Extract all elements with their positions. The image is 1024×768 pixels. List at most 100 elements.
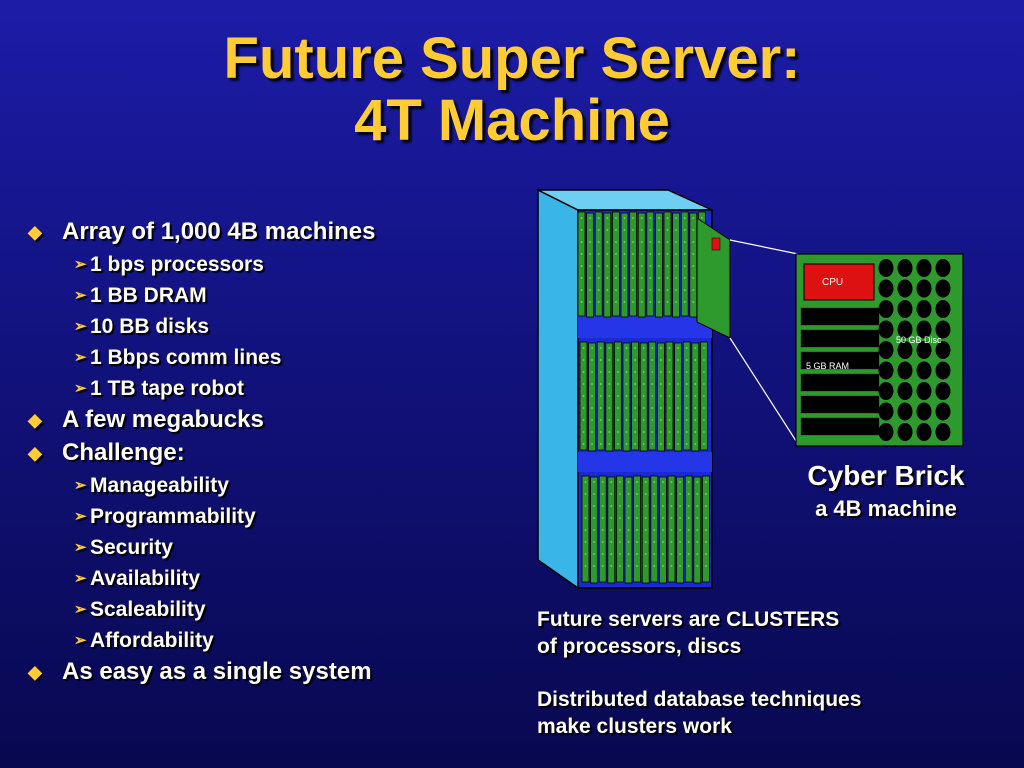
board-dot xyxy=(703,431,705,433)
board-dot xyxy=(615,253,617,255)
board-dot xyxy=(703,347,705,349)
disc xyxy=(878,341,894,359)
ram-slot xyxy=(800,395,880,414)
ram-slot xyxy=(800,417,880,436)
board-dot xyxy=(675,265,677,267)
arrow-bullet-icon: ➢ xyxy=(74,256,87,273)
rack-board xyxy=(588,342,596,452)
board-dot xyxy=(683,301,686,303)
board-dot xyxy=(694,383,697,385)
board-dot xyxy=(615,229,617,231)
board-dot xyxy=(608,407,611,409)
rack-board xyxy=(594,211,603,317)
board-dot xyxy=(580,229,583,231)
board-dot xyxy=(696,481,699,483)
board-dot xyxy=(599,395,602,397)
board-dot xyxy=(642,383,645,385)
board-dot xyxy=(642,443,645,445)
board-dot xyxy=(660,359,662,361)
board-dot xyxy=(632,265,634,267)
board-dot xyxy=(634,347,636,349)
board-dot xyxy=(615,217,617,219)
board-dot xyxy=(584,565,587,567)
board-dot xyxy=(597,217,600,219)
board-dot xyxy=(599,407,602,409)
board-dot xyxy=(619,553,621,555)
board-dot xyxy=(705,529,707,531)
disc xyxy=(916,402,932,421)
rack-board xyxy=(637,212,646,318)
board-dot xyxy=(679,541,681,543)
board-dot xyxy=(610,505,613,507)
board-dot xyxy=(675,289,677,291)
board-dot xyxy=(651,359,654,361)
diamond-bullet-icon: ◆ xyxy=(28,410,42,430)
board-dot xyxy=(658,301,660,303)
disc xyxy=(897,320,913,339)
disc xyxy=(935,402,951,421)
board-dot xyxy=(599,419,602,421)
board-dot xyxy=(634,371,636,373)
board-dot xyxy=(651,419,654,421)
board-dot xyxy=(675,229,677,231)
board-dot xyxy=(634,383,636,385)
board-dot xyxy=(687,517,690,519)
board-dot xyxy=(623,265,626,267)
board-dot xyxy=(608,419,611,421)
board-dot xyxy=(606,253,609,255)
board-dot xyxy=(677,407,679,409)
board-dot xyxy=(696,553,699,555)
board-dot xyxy=(615,289,617,291)
disc-array xyxy=(878,259,951,441)
disc xyxy=(878,259,894,277)
board-dot xyxy=(703,371,705,373)
board-dot xyxy=(584,517,587,519)
board-dot xyxy=(593,565,595,567)
board-dot xyxy=(670,517,673,519)
board-dot xyxy=(644,565,647,567)
disc xyxy=(935,382,951,400)
board-dot xyxy=(668,383,671,385)
diamond-bullet-icon: ◆ xyxy=(28,662,42,682)
board-dot xyxy=(608,395,611,397)
diamond-bullet-icon: ◆ xyxy=(28,443,42,463)
board-dot xyxy=(703,407,705,409)
board-dot xyxy=(653,493,656,495)
board-dot xyxy=(696,493,699,495)
board-dot xyxy=(685,407,688,409)
board-dot xyxy=(660,443,662,445)
board-dot xyxy=(685,371,688,373)
board-dot xyxy=(687,529,690,531)
board-dot xyxy=(679,505,681,507)
board-dot xyxy=(705,553,707,555)
board-dot xyxy=(617,383,619,385)
board-dot xyxy=(584,529,587,531)
board-dot xyxy=(584,481,587,483)
board-dot xyxy=(677,371,679,373)
arrow-bullet-icon: ➢ xyxy=(74,570,87,587)
brick-desc: a 4B machine xyxy=(815,496,957,521)
board-dot xyxy=(683,253,686,255)
board-dot xyxy=(677,347,679,349)
board-dot xyxy=(694,443,697,445)
board-dot xyxy=(705,493,707,495)
board-dot xyxy=(677,419,679,421)
sub-bullet-item: ➢Manageability xyxy=(74,474,229,497)
ram-slot xyxy=(800,351,880,370)
board-dot xyxy=(619,529,621,531)
board-dot xyxy=(660,407,662,409)
ram-slot xyxy=(800,373,880,392)
board-dot xyxy=(703,419,705,421)
board-dot xyxy=(653,481,656,483)
board-dot xyxy=(642,407,645,409)
board-dot xyxy=(640,265,643,267)
board-dot xyxy=(597,253,600,255)
board-dot xyxy=(653,541,656,543)
sub-bullet-item: ➢1 bps processors xyxy=(74,253,264,276)
board-dot xyxy=(705,505,707,507)
board-dot xyxy=(640,217,643,219)
board-dot xyxy=(601,493,604,495)
rack-board xyxy=(639,342,648,452)
disc xyxy=(916,279,932,298)
rack-board xyxy=(620,212,629,318)
